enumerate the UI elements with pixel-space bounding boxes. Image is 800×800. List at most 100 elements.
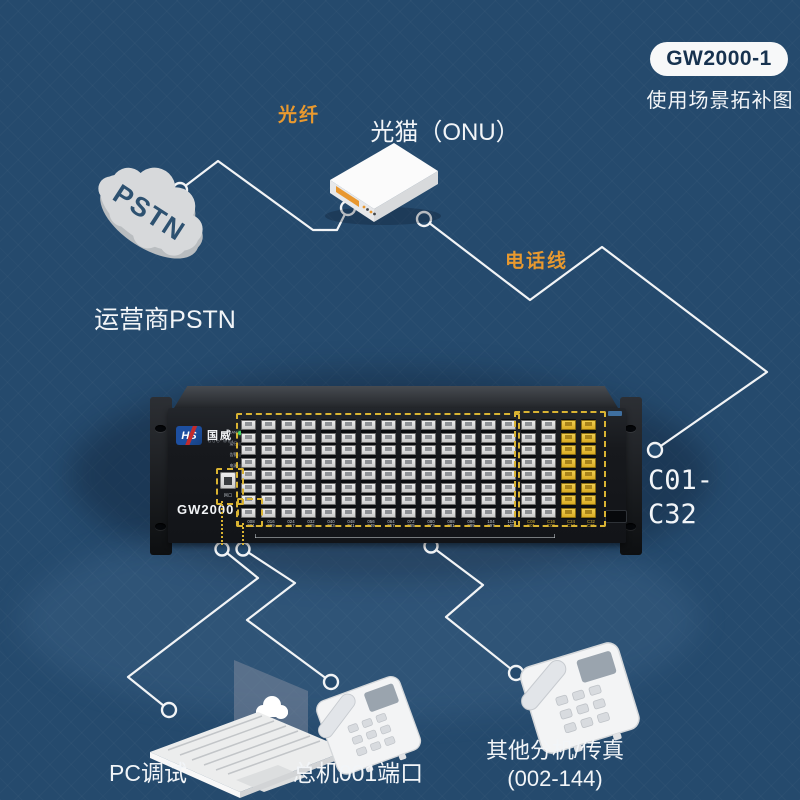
rj11-port [281, 432, 296, 443]
rj11-port [321, 420, 336, 430]
led-indicator: 运行 [216, 438, 242, 449]
trunk-port-column [561, 419, 576, 519]
rj11-port [401, 482, 416, 493]
extension-port-column [461, 419, 476, 519]
extension-port-column [541, 419, 556, 519]
extension-ports-highlight [236, 413, 520, 527]
rj11-port [321, 470, 336, 481]
extension-port-column [301, 419, 316, 519]
rj11-port [241, 457, 256, 468]
rj11-port [421, 432, 436, 443]
rj11-port [541, 445, 556, 456]
rj11-port [461, 495, 476, 506]
rj11-port [421, 507, 436, 518]
rj11-port [481, 495, 496, 506]
brand-logo-icon: HS [176, 426, 202, 445]
led-dot [238, 430, 242, 435]
rj11-port [521, 432, 536, 443]
pstn-cloud-icon: PSTN [98, 167, 203, 259]
rj11-port [421, 420, 436, 430]
rj11-port [561, 457, 576, 468]
rj11-port [561, 432, 576, 443]
rj11-port [521, 457, 536, 468]
rj11-port [281, 482, 296, 493]
rj11-port [481, 507, 496, 518]
ethernet-port-highlight [216, 468, 244, 505]
rj11-port [541, 420, 556, 430]
badge-text: GW2000-1 [666, 47, 772, 70]
rj11-port [381, 470, 396, 481]
rj11-port [461, 445, 476, 456]
rj11-port [261, 445, 276, 456]
rj11-port [501, 432, 516, 443]
rj11-port [521, 420, 536, 430]
led-dot [238, 441, 242, 446]
rj11-port [301, 507, 316, 518]
ext-phone-line1: 其他分机/传真 [485, 738, 625, 763]
rj11-port [361, 495, 376, 506]
rj11-port [281, 457, 296, 468]
ear-hole [155, 523, 166, 530]
title-badge: GW2000-1 [650, 42, 788, 76]
extension-port-column [521, 419, 536, 519]
rj11-port [381, 507, 396, 518]
rj11-port [281, 445, 296, 456]
rj11-port [581, 495, 596, 506]
rj11-port [341, 432, 356, 443]
pstn-cloud-text: PSTN [108, 178, 191, 247]
rj11-port [241, 432, 256, 443]
rj11-port [321, 507, 336, 518]
rj11-port [361, 432, 376, 443]
rj11-port [321, 445, 336, 456]
extension-port-column [421, 419, 436, 519]
rj11-port [381, 457, 396, 468]
rj11-port [561, 420, 576, 430]
device-top-face [174, 386, 618, 408]
rj11-port [501, 507, 516, 518]
ethernet-port-label: 网口 [223, 493, 233, 498]
rj11-port [241, 420, 256, 430]
trunk-ports-highlight [514, 411, 606, 527]
ext-phone-label: 其他分机/传真 (002-144) [465, 737, 645, 792]
logo-text: HS [181, 429, 197, 442]
endpoint-circle [160, 701, 178, 719]
highlight-leader-line [242, 523, 244, 545]
rj11-port [341, 470, 356, 481]
brand-name: 国威 [207, 430, 233, 442]
highlight-leader-line [221, 501, 223, 545]
extension-port-column [341, 419, 356, 519]
rj11-port [361, 482, 376, 493]
rj11-port [561, 495, 576, 506]
rj11-port [461, 470, 476, 481]
extension-port-column [261, 419, 276, 519]
rj11-port [241, 482, 256, 493]
rj11-port [561, 470, 576, 481]
rj11-port [581, 470, 596, 481]
extension-port-column [401, 419, 416, 519]
extension-port-column [361, 419, 376, 519]
rj11-port [481, 420, 496, 430]
extension-port-column [501, 419, 516, 519]
rj11-port [441, 470, 456, 481]
rj11-port [421, 495, 436, 506]
rj11-port [301, 445, 316, 456]
rj11-port [241, 507, 256, 518]
rj11-port [381, 482, 396, 493]
rj11-port [561, 507, 576, 518]
rj11-port [281, 420, 296, 430]
extension-port-column [281, 419, 296, 519]
rj11-port [301, 457, 316, 468]
link-pstn-onu [178, 159, 350, 232]
rj11-port [421, 457, 436, 468]
led-label: LAN [229, 430, 237, 435]
endpoint-circle [339, 199, 357, 217]
rj11-port [261, 482, 276, 493]
led-label: 告警 [229, 453, 237, 458]
rj11-port [401, 507, 416, 518]
rj11-port [321, 457, 336, 468]
rj11-port [241, 470, 256, 481]
rj11-port [421, 482, 436, 493]
led-label: 运行 [229, 442, 237, 447]
rj11-port [301, 482, 316, 493]
